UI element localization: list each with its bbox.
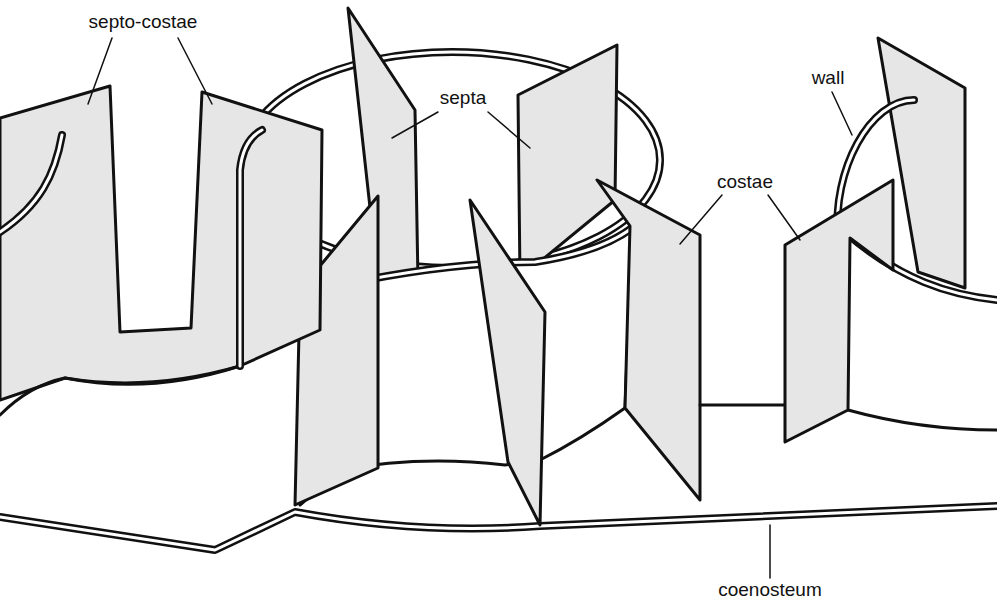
wall-rim (240, 130, 262, 366)
leader-line (88, 38, 112, 104)
part-label: costae (717, 171, 773, 193)
wall-rim (0, 135, 62, 232)
leader-line (178, 38, 212, 104)
corallite-base (848, 410, 997, 430)
costa-plate (785, 180, 893, 442)
leader-line (488, 112, 530, 148)
leader-line (680, 195, 722, 244)
wall-rim (0, 135, 62, 232)
part-label: coenosteum (718, 579, 822, 601)
costa-plate (470, 200, 545, 525)
part-label: septo-costae (89, 11, 198, 33)
part-label: septa (440, 87, 486, 109)
leader-line (768, 195, 800, 240)
septo-costa-plate (0, 86, 322, 400)
coenosteum-edge (700, 404, 785, 407)
leader-line (769, 525, 771, 578)
coenosteum-surface (0, 506, 997, 550)
leader-line (832, 92, 852, 135)
corallite-base (0, 366, 240, 415)
costa-plate (597, 180, 700, 500)
wall-rim (240, 130, 262, 366)
leader-line (392, 112, 438, 138)
part-label: wall (812, 67, 845, 89)
leader-lines (88, 38, 852, 578)
coenosteum-surface (0, 506, 997, 550)
